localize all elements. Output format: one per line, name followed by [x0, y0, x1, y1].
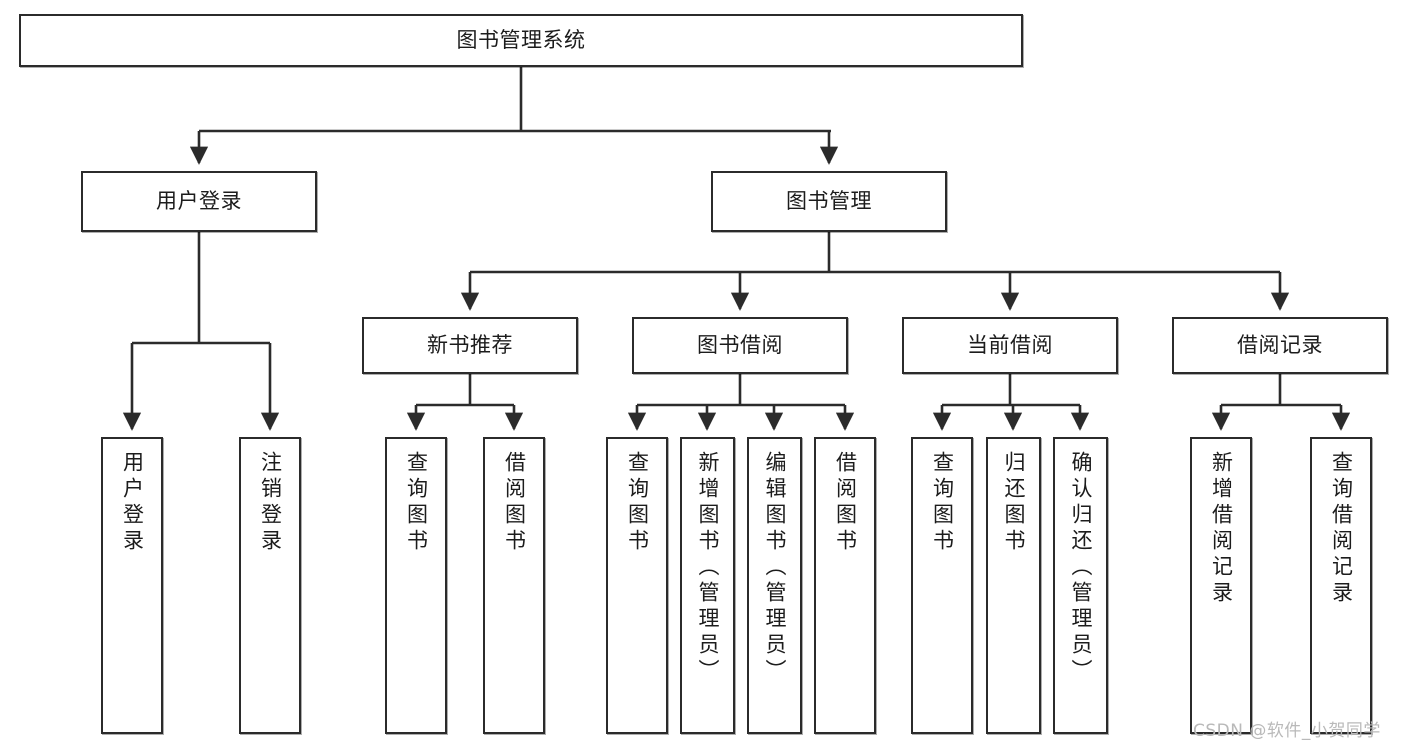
leaf-node-label: 注销登录: [258, 451, 283, 555]
node-borrow-record-label: 借阅记录: [1237, 333, 1323, 358]
node-current-borrow-label: 当前借阅: [967, 333, 1053, 358]
leaf-node[interactable]: 新增借阅记录: [1190, 437, 1252, 734]
leaf-node-label: 查询图书: [930, 451, 955, 555]
leaf-node[interactable]: 编辑图书（管理员）: [747, 437, 802, 734]
node-book-management-label: 图书管理: [786, 189, 872, 214]
leaf-node-label: 查询图书: [404, 451, 429, 555]
leaf-node-label: 新增图书（管理员）: [696, 451, 720, 685]
node-user-login-label: 用户登录: [156, 189, 242, 214]
leaf-node-label: 用户登录: [120, 451, 145, 555]
leaf-node-label: 确认归还（管理员）: [1069, 451, 1093, 685]
leaf-node[interactable]: 查询图书: [385, 437, 447, 734]
node-current-borrow[interactable]: 当前借阅: [902, 317, 1118, 374]
node-root-label: 图书管理系统: [456, 28, 586, 53]
node-book-borrow-label: 图书借阅: [697, 333, 783, 358]
leaf-node-label: 查询借阅记录: [1329, 451, 1354, 607]
leaf-node[interactable]: 注销登录: [239, 437, 301, 734]
node-new-book-recommend[interactable]: 新书推荐: [362, 317, 578, 374]
node-book-borrow[interactable]: 图书借阅: [632, 317, 848, 374]
leaf-node-label: 归还图书: [1002, 451, 1026, 555]
leaf-node[interactable]: 查询图书: [606, 437, 668, 734]
leaf-node-label: 借阅图书: [502, 451, 527, 555]
node-new-book-recommend-label: 新书推荐: [427, 333, 513, 358]
leaf-node[interactable]: 借阅图书: [814, 437, 876, 734]
node-user-login[interactable]: 用户登录: [81, 171, 317, 232]
leaf-node-label: 查询图书: [625, 451, 650, 555]
node-root[interactable]: 图书管理系统: [19, 14, 1023, 67]
leaf-node[interactable]: 新增图书（管理员）: [680, 437, 735, 734]
leaf-node[interactable]: 确认归还（管理员）: [1053, 437, 1108, 734]
leaf-node[interactable]: 借阅图书: [483, 437, 545, 734]
leaf-node-label: 编辑图书（管理员）: [763, 451, 787, 685]
leaf-node[interactable]: 查询图书: [911, 437, 973, 734]
leaf-node[interactable]: 用户登录: [101, 437, 163, 734]
leaf-node[interactable]: 查询借阅记录: [1310, 437, 1372, 734]
node-book-management[interactable]: 图书管理: [711, 171, 947, 232]
leaf-node-label: 新增借阅记录: [1209, 451, 1234, 607]
leaf-node-label: 借阅图书: [833, 451, 858, 555]
leaf-node[interactable]: 归还图书: [986, 437, 1041, 734]
node-borrow-record[interactable]: 借阅记录: [1172, 317, 1388, 374]
